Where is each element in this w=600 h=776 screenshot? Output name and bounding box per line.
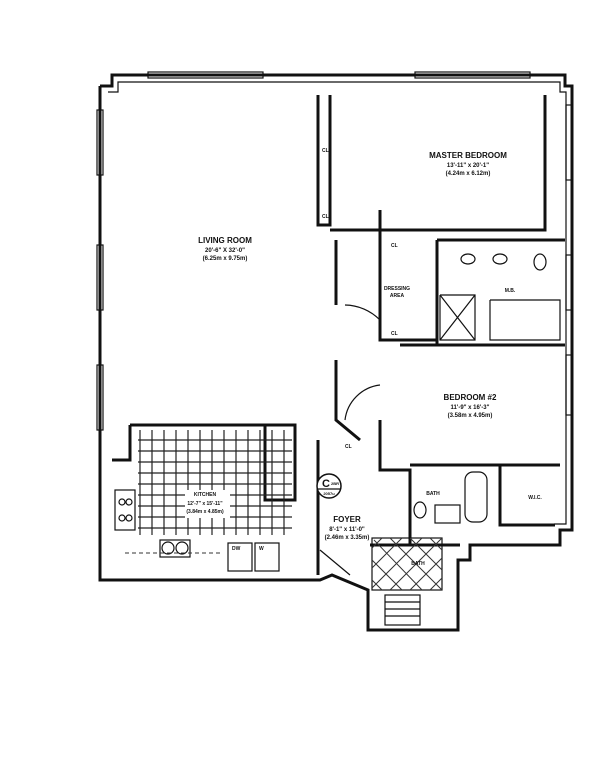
exterior-walls: [98, 73, 574, 632]
room-label-kitchen: KITCHEN 12'-7" x 15'-11" (3.84m x 4.85m): [185, 490, 230, 518]
svg-text:DRESSING: DRESSING: [384, 286, 410, 292]
svg-text:BATH: BATH: [411, 561, 425, 567]
svg-text:C: C: [322, 478, 330, 490]
svg-text:M.B.: M.B.: [505, 288, 516, 294]
svg-text:CL: CL: [391, 331, 398, 337]
kitchen-tile-grid: [138, 430, 292, 535]
svg-text:BEDROOM #2: BEDROOM #2: [444, 393, 497, 402]
svg-text:W: W: [259, 546, 264, 552]
svg-text:MASTER BEDROOM: MASTER BEDROOM: [429, 151, 507, 160]
bath-tile-pattern: [371, 537, 443, 626]
svg-text:2057u: 2057u: [323, 491, 335, 496]
svg-text:AREA: AREA: [390, 293, 405, 299]
svg-text:11'-9" x 16'-3": 11'-9" x 16'-3": [451, 405, 490, 411]
svg-text:(3.58m x 4.95m): (3.58m x 4.95m): [448, 413, 493, 419]
svg-text:(4.24m x 6.12m): (4.24m x 6.12m): [446, 171, 491, 177]
room-label-master-bedroom: MASTER BEDROOM 13'-11" x 20'-1" (4.24m x…: [429, 151, 507, 177]
svg-text:(3.84m x 4.85m): (3.84m x 4.85m): [186, 509, 224, 515]
svg-text:CL: CL: [391, 243, 398, 249]
svg-text:W.I.C.: W.I.C.: [528, 495, 542, 501]
svg-text:DW: DW: [232, 546, 241, 552]
svg-text:KITCHEN: KITCHEN: [194, 492, 217, 498]
svg-text:FOYER: FOYER: [333, 515, 361, 524]
kitchen-counters: [114, 489, 280, 572]
svg-text:8'-1" x 11'-0": 8'-1" x 11'-0": [329, 527, 365, 533]
svg-text:CL: CL: [345, 444, 352, 450]
svg-text:CL: CL: [322, 214, 329, 220]
svg-text:LIVING ROOM: LIVING ROOM: [198, 236, 252, 245]
interior-walls: [112, 95, 565, 576]
windows: [96, 71, 573, 431]
svg-text:(6.25m x 9.75m): (6.25m x 9.75m): [203, 256, 248, 262]
svg-text:13'-11" x 20'-1": 13'-11" x 20'-1": [447, 163, 489, 169]
unit-badge: C 2BR 2057u: [316, 473, 342, 499]
svg-text:20'-6" X 32'-0": 20'-6" X 32'-0": [205, 248, 245, 254]
svg-text:BATH: BATH: [426, 491, 440, 497]
room-label-foyer: FOYER 8'-1" x 11'-0" (2.46m x 3.35m): [325, 515, 370, 541]
small-labels: DRESSING AREA M.B. W.I.C. BATH BATH CL C…: [232, 148, 542, 567]
svg-text:2BR: 2BR: [331, 481, 339, 486]
svg-text:CL: CL: [322, 148, 329, 154]
room-label-bedroom-2: BEDROOM #2 11'-9" x 16'-3" (3.58m x 4.95…: [444, 393, 497, 419]
svg-text:(2.46m x 3.35m): (2.46m x 3.35m): [325, 535, 370, 541]
room-label-living-room: LIVING ROOM 20'-6" X 32'-0" (6.25m x 9.7…: [198, 236, 252, 262]
svg-text:12'-7" x 15'-11": 12'-7" x 15'-11": [187, 501, 223, 507]
